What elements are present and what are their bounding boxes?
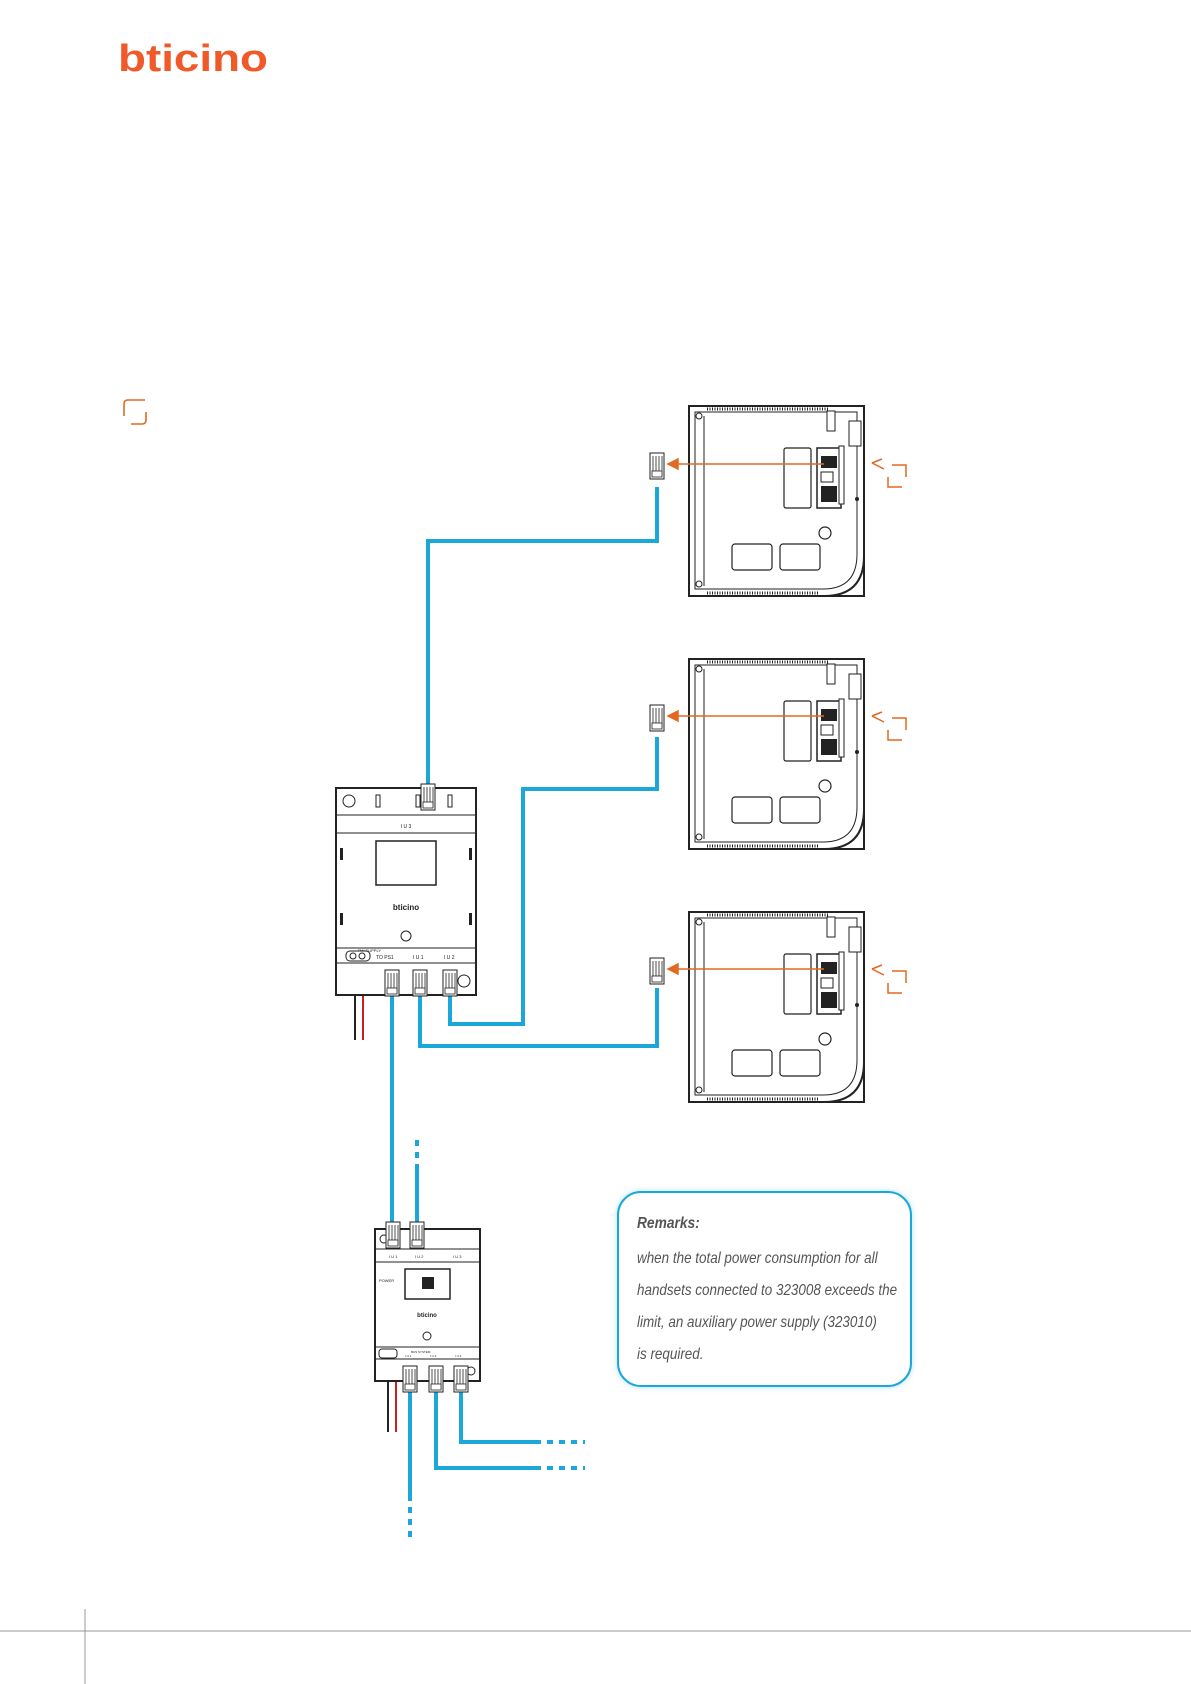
distributor-plug-iu1-icon xyxy=(413,970,427,996)
distributor-label-to-ps1: TO PS1 xyxy=(376,955,394,961)
power-supply-bottom-label-iu2: I U 2 xyxy=(430,1354,437,1358)
distributor-module: I U 3 bticino PW SUPPLY TO PS1 I U 1 I U… xyxy=(336,788,476,995)
power-supply-top-label-iu1: I U 1 xyxy=(389,1254,398,1259)
power-supply-top-plug-iu1-icon xyxy=(386,1222,400,1248)
remarks-title: Remarks: xyxy=(637,1215,856,1233)
remarks-line: when the total power consumption for all xyxy=(637,1243,851,1275)
distributor-top-plug-icon xyxy=(421,784,435,810)
distributor-plug-to-ps1-icon xyxy=(385,970,399,996)
handset-3 xyxy=(689,912,864,1102)
power-supply-top-plug-iu2-icon xyxy=(410,1222,424,1248)
remarks-line: limit, an auxiliary power supply (323010… xyxy=(637,1307,851,1339)
power-supply-bottom-plug-iu2-icon xyxy=(429,1366,443,1392)
power-supply-bottom-plug-iu3-icon xyxy=(454,1366,468,1392)
handset-2 xyxy=(689,659,864,849)
handset-1-plug-icon xyxy=(650,453,664,479)
brand-logo: bticino xyxy=(118,38,268,80)
rotate-icon xyxy=(872,965,906,993)
distributor-brand-label: bticino xyxy=(393,903,419,912)
power-supply-top-label-iu2: I U 2 xyxy=(415,1254,424,1259)
distributor-label-iu2: I U 2 xyxy=(444,955,455,961)
distributor-plug-iu2-icon xyxy=(443,970,457,996)
power-supply-top-label-iu3: I U 3 xyxy=(453,1254,462,1259)
section-marker-icon xyxy=(124,400,146,424)
power-supply-bottom-plug-iu1-icon xyxy=(403,1366,417,1392)
power-supply-bus-label: BUS SYSTEM xyxy=(411,1350,431,1354)
remarks-line: handsets connected to 323008 exceeds the xyxy=(637,1275,851,1307)
distributor-top-port-label: I U 3 xyxy=(401,824,412,830)
rotate-icon xyxy=(872,459,906,487)
handset-3-plug-icon xyxy=(650,958,664,984)
power-supply-bottom-label-iu3: I U 3 xyxy=(455,1354,462,1358)
power-supply-power-label: POWER xyxy=(379,1278,394,1283)
remarks-line: is required. xyxy=(637,1339,851,1371)
page-footer-rule xyxy=(0,1609,1191,1684)
remarks-box: Remarks: when the total power consumptio… xyxy=(617,1191,912,1387)
brand-logo-text: bticino xyxy=(118,38,268,80)
power-supply-module: POWER bticino I U 1 I U 2 I U 3 BUS SYST… xyxy=(375,1229,480,1381)
power-supply-bottom-label-iu1: I U 1 xyxy=(405,1354,412,1358)
power-supply-brand-label: bticino xyxy=(417,1313,437,1319)
rotate-icon xyxy=(872,712,906,740)
handset-2-plug-icon xyxy=(650,705,664,731)
distributor-label-iu1: I U 1 xyxy=(413,955,424,961)
handset-1 xyxy=(689,406,864,596)
